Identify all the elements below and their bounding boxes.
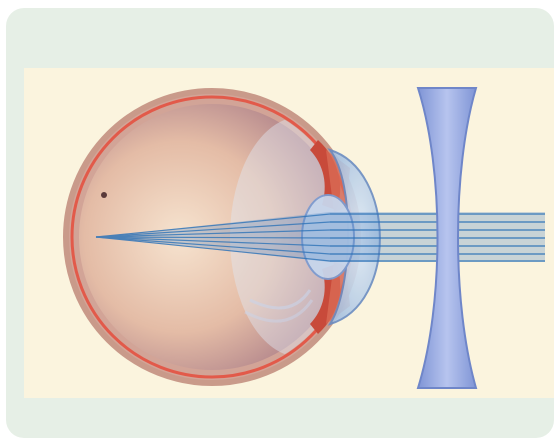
illustration-frame <box>0 0 560 447</box>
eye-diagram <box>0 0 560 447</box>
